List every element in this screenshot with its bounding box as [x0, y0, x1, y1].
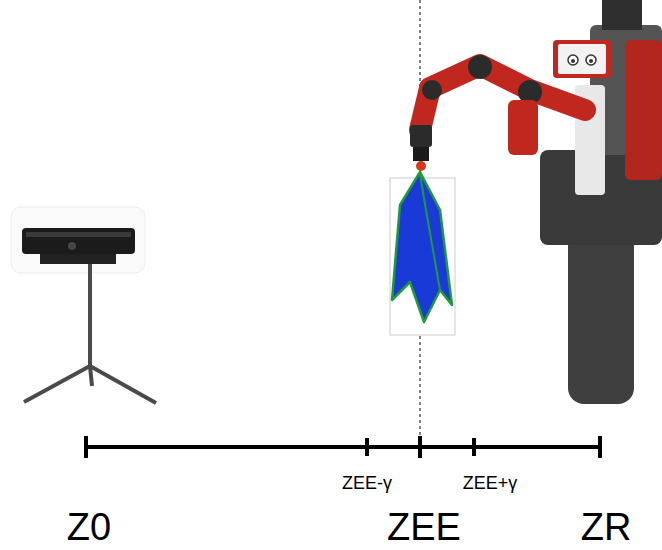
axis-position-label: Z0 — [67, 508, 111, 546]
camera-sensor — [11, 207, 156, 403]
axis-tick-label: ZEE-γ — [342, 474, 392, 492]
axis-position-label: ZR — [581, 508, 632, 546]
axis-position-label: ZEE — [387, 508, 461, 546]
axis-tick-label: ZEE+γ — [463, 474, 518, 492]
towel — [390, 172, 455, 335]
axis — [85, 436, 601, 458]
